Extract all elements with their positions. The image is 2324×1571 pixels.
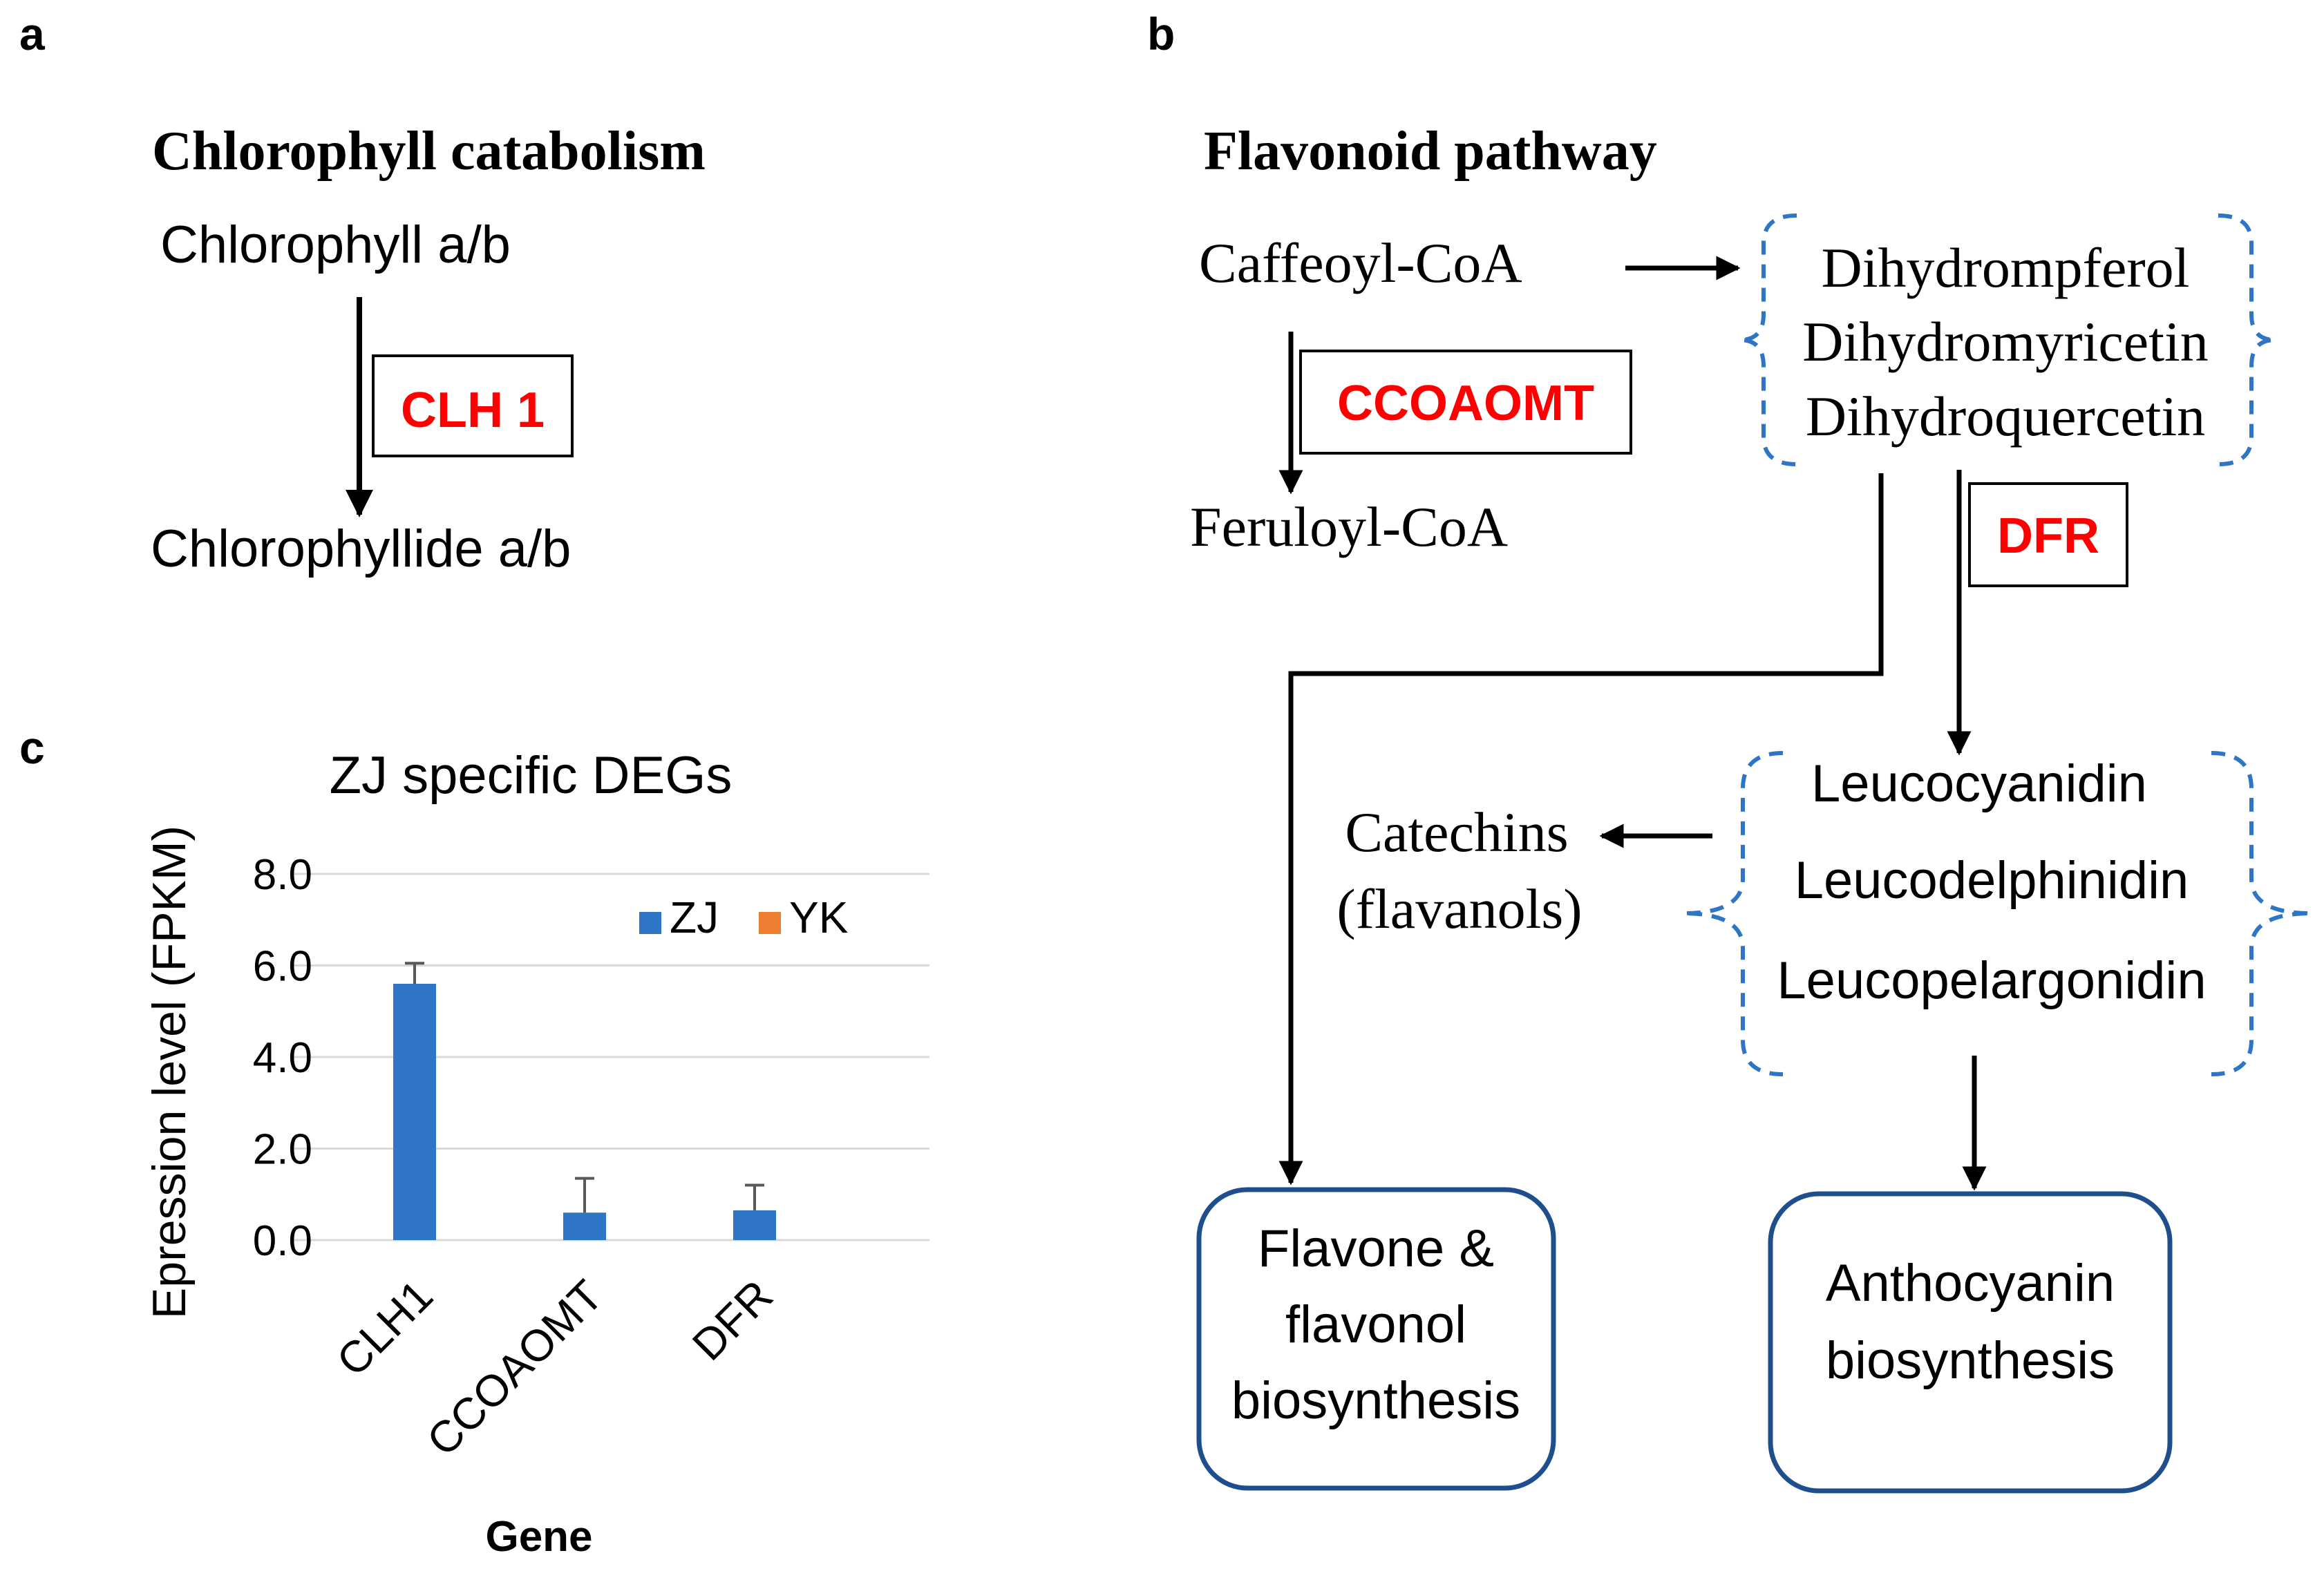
panel-a: a Chlorophyll catabolism Chlorophyll a/b… [19,8,706,578]
anthocyanin-box-line1: Anthocyanin [1826,1254,2115,1313]
feruloyl-coa-label: Feruloyl-CoA [1190,495,1508,558]
flavone-box-line3: biosynthesis [1231,1371,1520,1430]
chlorophyll-label: Chlorophyll a/b [160,216,511,274]
clh1-enzyme-label: CLH 1 [401,383,545,438]
y-tick-label: 2.0 [253,1126,312,1174]
dihydrompferol-label: Dihydrompferol [1822,236,2190,299]
anthocyanin-box-line2: biosynthesis [1826,1331,2115,1390]
chlorophyllide-label: Chlorophyllide a/b [151,520,571,578]
x-tick-label: DFR [683,1270,782,1370]
leuco-right-brace [2211,751,2312,1076]
flavanols-label: (flavanols) [1336,877,1582,940]
legend-swatch-zj [639,912,661,934]
anthocyanin-box [1768,1191,2173,1494]
catechins-label: Catechins [1345,801,1568,864]
bar-zj-ccoaomt [563,1212,606,1240]
leucocyanidin-label: Leucocyanidin [1811,754,2147,813]
dfr-enzyme-label: DFR [1997,508,2099,564]
leucodelphinidin-label: Leucodelphinidin [1795,851,2189,910]
y-tick-label: 0.0 [253,1217,312,1265]
y-tick-label: 6.0 [253,943,312,991]
chart-title: ZJ specific DEGs [330,746,733,805]
chart-ylabel: Epression level (FPKM) [143,826,196,1319]
flavone-box-line1: Flavone & [1258,1219,1494,1278]
legend-swatch-yk [759,912,781,934]
legend-label-yk: YK [789,893,848,942]
flavone-box-line2: flavonol [1285,1295,1466,1354]
panel-b-title: Flavonoid pathway [1204,121,1657,182]
dfr-enzyme-box [1968,482,2128,587]
flavone-box [1196,1187,1556,1491]
chart-legend: ZJ YK [639,893,848,942]
chart-bars [393,962,776,1240]
dihydro-left-brace [1739,213,1797,466]
dihydro-right-brace [2218,213,2276,466]
caffeoyl-coa-label: Caffeoyl-CoA [1199,231,1522,294]
dihydro-to-flavone-arrow [1278,473,1884,1186]
chart-y-axis: 0.0 2.0 4.0 6.0 8.0 [253,851,312,1265]
dihydroquercetin-label: Dihydroquercetin [1806,385,2205,448]
x-tick-label: CCOAOMT [417,1270,612,1465]
panel-a-title: Chlorophyll catabolism [152,121,706,182]
leucopelargonidin-label: Leucopelargonidin [1777,951,2206,1010]
panel-b-letter: b [1147,8,1175,59]
leuco-left-brace [1682,751,1784,1076]
bar-zj-dfr [733,1210,776,1240]
bar-zj-clh1 [393,984,436,1240]
ccoaomt-enzyme-box [1299,350,1632,455]
ccoaomt-enzyme-label: CCOAOMT [1337,376,1594,431]
chart-xlabel: Gene [485,1513,592,1561]
y-tick-label: 8.0 [253,851,312,899]
panel-c: c ZJ specific DEGs Epression level (FPKM… [19,722,929,1561]
panel-c-letter: c [19,722,45,773]
y-tick-label: 4.0 [253,1034,312,1082]
clh1-enzyme-box [372,354,574,457]
panel-a-letter: a [19,8,46,59]
panel-b: b Flavonoid pathway Caffeoyl-CoA CCOAOMT… [1147,8,2312,1494]
x-tick-label: CLH1 [327,1270,442,1386]
dihydromyricetin-label: Dihydromyricetin [1802,310,2209,373]
legend-label-zj: ZJ [670,893,719,942]
